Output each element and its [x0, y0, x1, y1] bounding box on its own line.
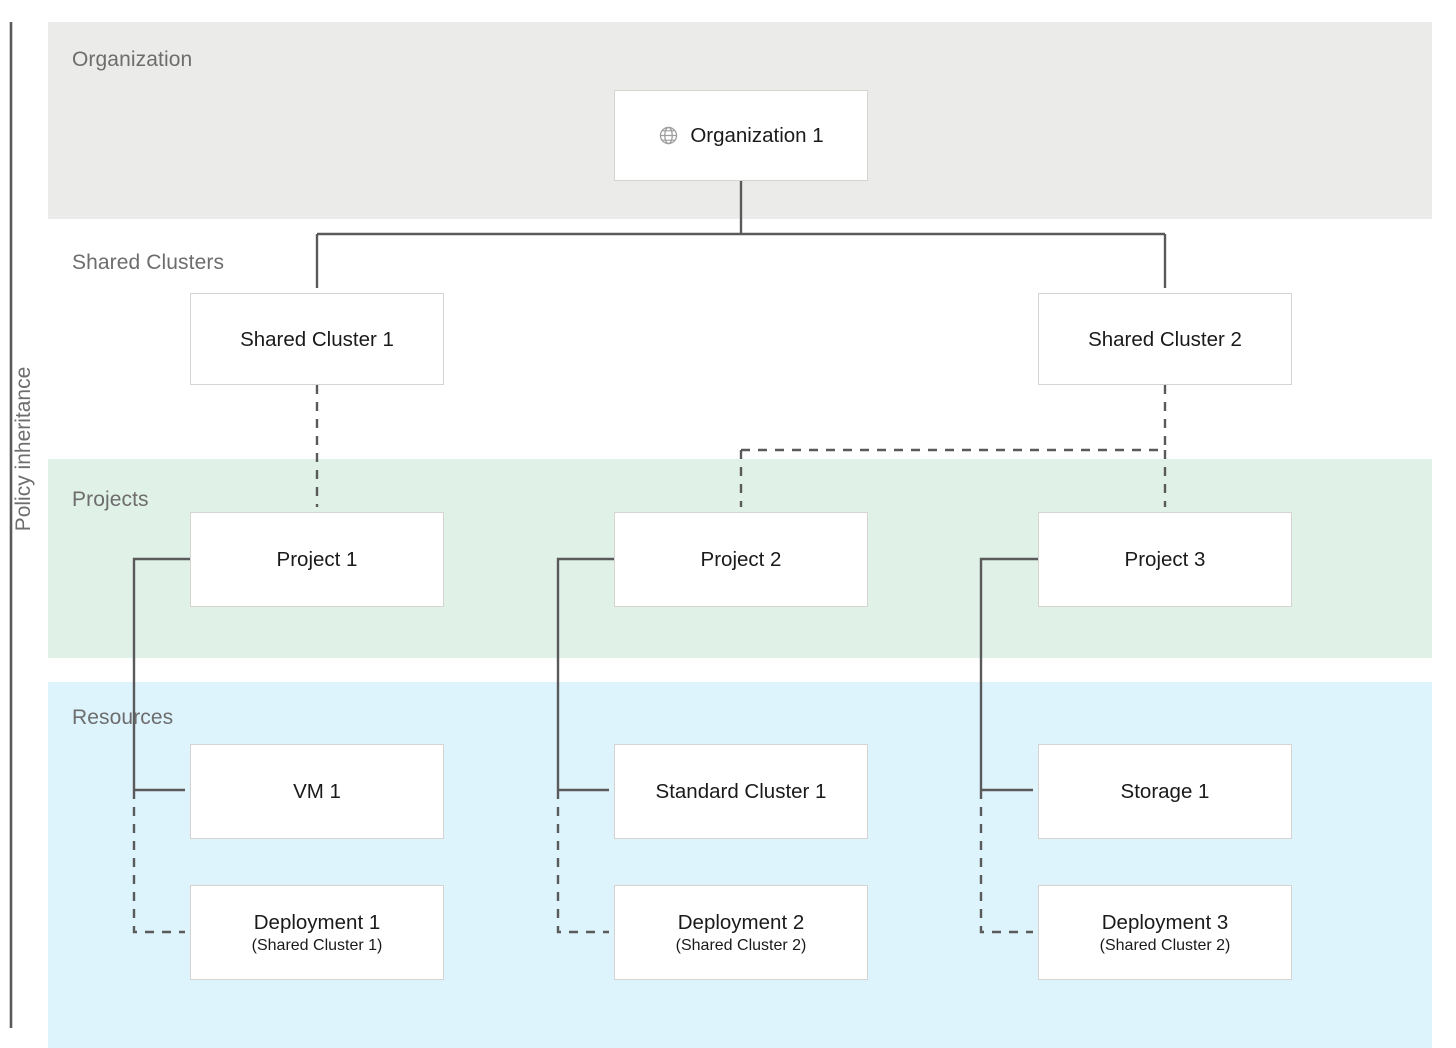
node-label: Storage 1 — [1120, 780, 1210, 803]
tier-label-resources: Resources — [72, 706, 174, 729]
node-sublabel: (Shared Cluster 2) — [675, 936, 807, 954]
globe-icon — [658, 125, 679, 146]
node-storage-1[interactable]: Storage 1 — [1038, 744, 1292, 839]
node-project-3[interactable]: Project 3 — [1038, 512, 1292, 607]
node-deployment-3[interactable]: Deployment 3 (Shared Cluster 2) — [1038, 885, 1292, 980]
tier-label-organization: Organization — [72, 48, 193, 71]
node-project-2[interactable]: Project 2 — [614, 512, 868, 607]
node-deployment-1[interactable]: Deployment 1 (Shared Cluster 1) — [190, 885, 444, 980]
node-label: Project 3 — [1124, 548, 1206, 571]
node-label: Deployment 1 — [253, 910, 381, 934]
node-label: Deployment 3 — [1101, 910, 1229, 934]
node-sublabel: (Shared Cluster 2) — [1099, 936, 1231, 954]
node-vm-1[interactable]: VM 1 — [190, 744, 444, 839]
node-deployment-2[interactable]: Deployment 2 (Shared Cluster 2) — [614, 885, 868, 980]
node-shared-cluster-2[interactable]: Shared Cluster 2 — [1038, 293, 1292, 385]
node-label: Shared Cluster 2 — [1088, 327, 1242, 351]
node-label: Organization 1 — [690, 124, 824, 147]
node-sublabel: (Shared Cluster 1) — [251, 936, 383, 954]
node-project-1[interactable]: Project 1 — [190, 512, 444, 607]
node-label: Standard Cluster 1 — [655, 780, 827, 803]
node-organization-1[interactable]: Organization 1 — [614, 90, 868, 181]
tier-label-projects: Projects — [72, 488, 149, 511]
node-label: VM 1 — [293, 780, 341, 803]
node-label: Deployment 2 — [677, 910, 805, 934]
node-label: Project 2 — [700, 548, 782, 571]
band-resources — [48, 682, 1432, 1048]
node-standard-cluster-1[interactable]: Standard Cluster 1 — [614, 744, 868, 839]
node-label: Project 1 — [276, 548, 358, 571]
policy-inheritance-label: Policy inheritance — [12, 366, 35, 532]
node-label: Shared Cluster 1 — [240, 327, 394, 351]
node-shared-cluster-1[interactable]: Shared Cluster 1 — [190, 293, 444, 385]
tier-label-shared-clusters: Shared Clusters — [72, 251, 225, 274]
